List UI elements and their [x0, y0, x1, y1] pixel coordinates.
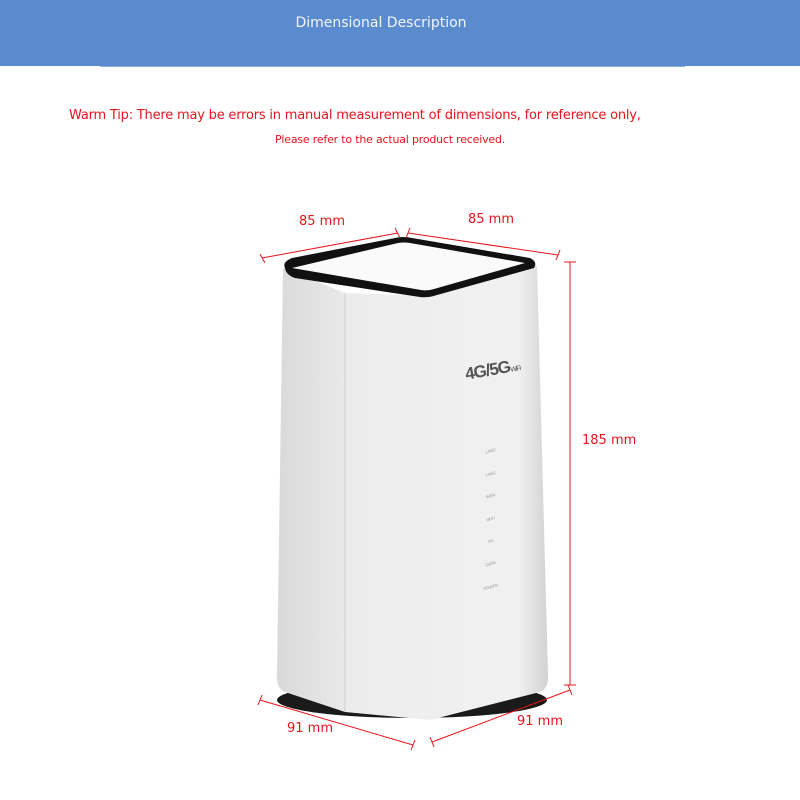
page-title: Dimensional Description [295, 15, 467, 31]
warm-tip: Warm Tip: There may be errors in manual … [69, 108, 641, 123]
warm-tip-note: Please refer to the actual product recei… [275, 133, 506, 146]
dimension-lines [257, 227, 576, 751]
dim-top-right: 85 mm [468, 212, 515, 227]
router-body [276, 237, 549, 720]
divider [100, 66, 685, 67]
header-banner: Dimensional Description [0, 0, 800, 66]
dim-bottom-left: 91 mm [287, 721, 334, 736]
led-indicators: LAN2 LAN1 WAN WIFI 4G DATA POWER [478, 447, 508, 606]
dim-bottom-right: 91 mm [517, 714, 564, 729]
logo-sub: WiFi [509, 365, 521, 374]
dim-top-left: 85 mm [299, 214, 346, 229]
dim-height: 185 mm [582, 433, 637, 448]
